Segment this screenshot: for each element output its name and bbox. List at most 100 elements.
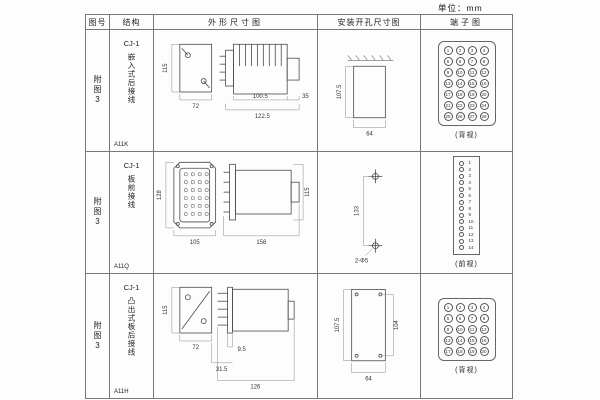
figure-no-cell-row3: 附图3 xyxy=(86,274,110,399)
install-drawing-a11q: 133 2-Φ5 xyxy=(355,168,383,264)
dimension-lines xyxy=(171,43,300,110)
install-drawing-a11k: 107.5 64 xyxy=(337,54,394,137)
terminal-circle: 13 xyxy=(443,79,453,88)
outline-cell-row1: 115 72 100.5 35 122.5 xyxy=(154,30,318,152)
install-drawing-a11h: 107.5 104 64 xyxy=(335,289,400,383)
dim-depth2: 122.5 xyxy=(255,113,271,119)
dim-width: 105 xyxy=(190,239,201,245)
dim-protrusion: 31.5 xyxy=(216,367,228,373)
terminal-circle xyxy=(459,238,465,244)
terminal-circle: 6 xyxy=(455,313,465,323)
side-view xyxy=(219,43,300,94)
header-install-dims: 安装开孔尺寸图 xyxy=(318,15,421,30)
terminal-circle: 1 xyxy=(443,46,453,55)
terminal-circle: 19 xyxy=(467,346,477,356)
hole-spec-label: 2-Φ5 xyxy=(355,258,369,264)
terminal-circle: 2 xyxy=(455,46,465,55)
terminal-view-label: (前视) xyxy=(455,261,478,269)
unit-label: 单位：mm xyxy=(438,3,483,13)
model-series: CJ-1 xyxy=(123,39,140,48)
header-structure: 结构 xyxy=(110,15,154,30)
dimension-lines xyxy=(165,161,304,236)
dim-height: 128 xyxy=(157,189,163,200)
terminal-circle xyxy=(459,173,465,179)
terminal-row: 13 xyxy=(459,238,474,244)
install-cell-row1: 107.5 64 xyxy=(318,30,421,152)
structure-label: 嵌入式后接线 xyxy=(127,53,136,104)
terminal-circle: 24 xyxy=(479,101,489,110)
terminal-row: 12 xyxy=(459,232,474,238)
terminal-circle: 7 xyxy=(467,57,477,66)
panel-hatch xyxy=(347,54,394,61)
dimension-lines xyxy=(343,289,394,373)
dim-cutout-height: 107.5 xyxy=(335,317,341,333)
terminal-row: 5 xyxy=(459,186,473,192)
structure-cell-row1: CJ-1 嵌入式后接线 A11K xyxy=(110,30,154,152)
dim-base-depth: 9.5 xyxy=(237,347,246,353)
header-outline-dims: 外形尺寸图 xyxy=(154,15,318,30)
model-code: A11K xyxy=(114,142,129,148)
dimension-lines xyxy=(345,65,386,128)
terminal-row: 2 xyxy=(459,167,473,173)
terminal-circle: 17 xyxy=(443,346,453,356)
install-cell-row2: 133 2-Φ5 xyxy=(318,152,421,274)
terminal-circle xyxy=(459,206,465,212)
structure-cell-row3: CJ-1 凸出式板后接线 A11H xyxy=(110,274,154,399)
terminal-circle: 12 xyxy=(479,324,489,334)
terminal-circle xyxy=(459,225,465,231)
model-code: A11Q xyxy=(114,264,129,270)
dim-height: 115 xyxy=(163,62,169,72)
terminal-circle: 23 xyxy=(467,101,477,110)
structure-label: 板前接线 xyxy=(127,175,136,209)
terminal-circle: 15 xyxy=(467,79,477,88)
model-series: CJ-1 xyxy=(123,283,140,292)
header-terminal-diagram: 端子图 xyxy=(421,15,513,30)
terminal-row: 7 xyxy=(459,199,473,205)
outline-cell-row3: 115 72 9.5 31.5 126 xyxy=(154,274,318,399)
terminal-circle: 13 xyxy=(443,335,453,345)
dim-hole-spacing: 133 xyxy=(355,205,361,216)
terminal-row: 11 xyxy=(459,225,473,231)
terminal-circle: 8 xyxy=(479,57,489,66)
terminal-circle xyxy=(459,245,465,251)
terminal-circle xyxy=(459,219,465,225)
terminal-circle: 11 xyxy=(467,324,477,334)
dimension-lines xyxy=(363,175,373,256)
terminal-circle xyxy=(459,186,465,192)
terminal-circle: 5 xyxy=(443,57,453,66)
side-view xyxy=(223,163,300,220)
terminal-circle: 8 xyxy=(479,313,489,323)
terminal-circle: 22 xyxy=(455,101,465,110)
dim-height: 115 xyxy=(163,305,169,315)
terminal-circle xyxy=(459,167,465,173)
terminal-circle: 19 xyxy=(467,90,477,99)
terminal-circle: 3 xyxy=(467,302,477,312)
terminal-circle: 9 xyxy=(443,68,453,77)
terminal-dots xyxy=(183,171,209,216)
terminal-circle xyxy=(459,180,465,186)
terminal-circle xyxy=(459,212,465,218)
terminal-circle: 10 xyxy=(455,68,465,77)
terminal-circle: 9 xyxy=(443,324,453,334)
terminal-circle: 16 xyxy=(479,79,489,88)
terminal-circle: 27 xyxy=(467,112,477,121)
structure-label: 凸出式板后接线 xyxy=(127,297,136,357)
outline-drawing-a11q: 128 105 156 115 xyxy=(157,161,311,245)
dim-cutout-width: 64 xyxy=(365,377,372,383)
terminal-circle xyxy=(459,199,465,205)
terminal-row: 3 xyxy=(459,173,473,179)
terminal-circle: 25 xyxy=(443,112,453,121)
figure-no: 附图3 xyxy=(93,75,102,106)
terminal-circle xyxy=(459,160,465,166)
dim-depth: 156 xyxy=(256,239,267,245)
cutout-outline xyxy=(351,289,386,362)
terminal-circle: 14 xyxy=(455,335,465,345)
terminal-circle: 6 xyxy=(455,57,465,66)
figure-no-cell-row2: 附图3 xyxy=(86,152,110,274)
terminal-circle: 17 xyxy=(443,90,453,99)
terminal-circle: 3 xyxy=(467,46,477,55)
